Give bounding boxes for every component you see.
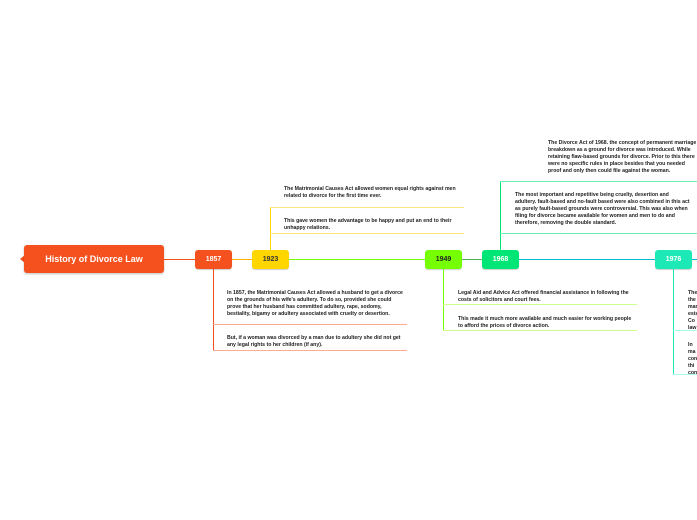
branch-underline-1923a [270, 207, 464, 208]
note-1857-a[interactable]: In 1857, the Matrimonial Causes Act allo… [227, 290, 403, 317]
branch-connector-1968 [500, 181, 501, 250]
year-label: 1857 [205, 256, 222, 263]
year-label: 1968 [492, 256, 509, 263]
branch-underline-1968b [500, 233, 697, 234]
note-1968-b[interactable]: The most important and repetitive being … [515, 192, 690, 226]
year-label: 1923 [262, 256, 279, 263]
branch-underline-1949a [443, 304, 637, 305]
branch-underline-1857b [213, 350, 407, 351]
branch-underline-1976b [673, 374, 697, 375]
note-1949-a[interactable]: Legal Aid and Advice Act offered financi… [458, 290, 629, 303]
root-topic[interactable]: History of Divorce Law [24, 245, 164, 273]
timeline-segment-1968-1976 [519, 259, 655, 260]
note-1968-a[interactable]: The Divorce Act of 1968. the concept of … [548, 140, 697, 174]
note-1923-b[interactable]: This gave women the advantage to be happ… [284, 218, 452, 231]
root-title: History of Divorce Law [45, 254, 143, 264]
note-1923-a[interactable]: The Matrimonial Causes Act allowed women… [284, 186, 456, 199]
branch-connector-1976 [673, 269, 674, 374]
branch-connector-1857 [213, 269, 214, 350]
branch-underline-1949b [443, 330, 637, 331]
year-node-1857[interactable]: 1857 [195, 250, 232, 269]
year-node-1949[interactable]: 1949 [425, 250, 462, 269]
branch-underline-1968a [500, 181, 697, 182]
timeline-segment-1949-1968 [462, 259, 482, 260]
branch-underline-1976a [673, 330, 697, 331]
year-node-1968[interactable]: 1968 [482, 250, 519, 269]
year-label: 1976 [665, 256, 682, 263]
note-1857-b[interactable]: But, if a woman was divorced by a man du… [227, 335, 401, 348]
timeline-segment-1923-1949 [289, 259, 425, 260]
year-node-1976[interactable]: 1976 [655, 250, 692, 269]
branch-connector-1923 [270, 207, 271, 250]
year-label: 1949 [435, 256, 452, 263]
note-1976-b[interactable]: In ma con thi con [688, 342, 697, 376]
year-node-1923[interactable]: 1923 [252, 250, 289, 269]
branch-underline-1923b [270, 233, 464, 234]
note-1949-b[interactable]: This made it much more available and muc… [458, 316, 632, 329]
root-connector-tab [20, 255, 25, 263]
branch-connector-1949 [443, 269, 444, 330]
timeline-segment-root-1857 [164, 259, 195, 260]
timeline-segment-1857-1923 [232, 259, 252, 260]
timeline-segment-1976-end [692, 259, 697, 260]
branch-underline-1857a [213, 324, 407, 325]
note-1976-a[interactable]: The the mar esta Co law [688, 290, 697, 331]
